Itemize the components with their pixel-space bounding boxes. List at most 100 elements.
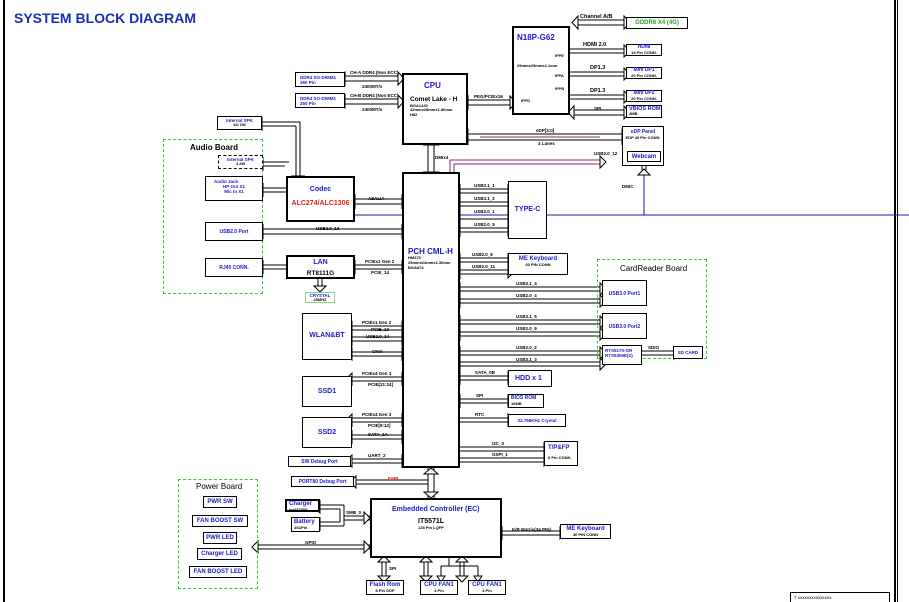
typec-block[interactable]: TYPE-C: [508, 181, 547, 239]
gpu-port-ifpd: IFPD: [521, 98, 531, 104]
signal-label: USB3.1_2: [474, 196, 495, 201]
gddr-block[interactable]: GDDR6 X4 (4G): [626, 17, 688, 29]
cpu-fan1-block[interactable]: CPU FAN1 4 Pin: [420, 580, 458, 595]
signal-label: 2400MT/s: [362, 107, 383, 112]
fan-boost-sw-block[interactable]: FAN BOOST SW: [192, 515, 248, 527]
sw-debug-port-block[interactable]: SW Debug Port: [288, 456, 351, 467]
signal-label: USB3.1_4: [516, 281, 537, 286]
fan2-sub: 4 Pin: [482, 587, 492, 593]
flash-sub: 8 Pin SOP: [375, 587, 395, 593]
signal-label: USB2.0_12: [594, 151, 618, 156]
hdd-block[interactable]: HDD x 1: [508, 370, 552, 387]
signal-label: GPIO: [305, 540, 317, 545]
signal-label: SPI: [594, 106, 602, 111]
signal-label: PCIE_14: [371, 270, 390, 275]
ec-block[interactable]: Embedded Controller (EC) IT5571L 128 Pin…: [370, 498, 502, 558]
audio-jack-name: Audio Jack: [214, 179, 239, 184]
signal-label: USB2.0_1: [474, 209, 495, 214]
signal-label: K/B Matrix(34 PIN): [512, 527, 552, 532]
charger-led-block[interactable]: Charger LED: [197, 548, 242, 560]
rtc-crystal-block[interactable]: 32.768KHz Crystal: [508, 414, 566, 427]
internal-speaker-1[interactable]: Internal SPK 4Ω 2W: [217, 116, 262, 130]
cpu-model: Comet Lake - H: [410, 96, 458, 104]
sdcard-block[interactable]: SD CARD: [673, 346, 703, 359]
vbios-block[interactable]: VBIOS ROM 4MB: [626, 105, 662, 118]
signal-label: SATA_1A: [368, 432, 388, 437]
hdmi-sub: 19 Pin CONN.: [631, 49, 657, 55]
signal-label: AZALIA: [368, 196, 385, 201]
wlan-bt-block[interactable]: WLAN&BT: [302, 313, 352, 360]
cpu-stepping: H82: [410, 112, 418, 118]
signal-label: 4 Lanes: [538, 141, 555, 146]
dimm2-pins: 260 Pin: [300, 101, 316, 107]
webcam-block[interactable]: Webcam: [627, 151, 661, 162]
bios-size: 16MB: [511, 400, 522, 406]
minidp2-block[interactable]: Mini DP2 20 Pin CONN.: [626, 90, 662, 102]
spk2-name: Internal SPK: [227, 157, 254, 162]
usb3-port1-block[interactable]: USB3.0 Port1: [602, 280, 647, 306]
pwr-sw-block[interactable]: PWR SW: [203, 496, 237, 508]
charger-block[interactable]: Charger bq24780S: [285, 499, 320, 512]
crystal-name: CRYSTAL: [309, 293, 331, 298]
charger-name: Charger: [289, 501, 313, 507]
me-keyboard-sub: 60 PIN CONN: [525, 261, 551, 267]
ec-model: IT5571L: [418, 518, 445, 526]
fan1-name: CPU FAN1: [424, 582, 454, 588]
dimm2-block[interactable]: DDR4 SO-DIMM1 260 Pin: [295, 93, 345, 108]
usb2-port-block[interactable]: USB2.0 Port: [205, 222, 263, 241]
me-keyboard-ec-block[interactable]: ME Keyboard 40 PIN CONN: [560, 524, 611, 539]
bios-rom-block[interactable]: BIOS ROM 16MB: [508, 394, 544, 408]
signal-label: USB2.0_4: [516, 293, 537, 298]
battery-block[interactable]: Battery 4S1Pin: [291, 517, 320, 532]
edp-sub: EDP 40 Pin CONN.: [625, 134, 661, 140]
hdmi-name: HDMI: [637, 44, 651, 50]
gpu-port-ifpb: IFPB: [555, 85, 565, 91]
minidp1-block[interactable]: Mini DP1 20 Pin CONN.: [626, 67, 662, 79]
cardreader-chip-block[interactable]: RTS5170-GR RTS5306E(Z): [602, 345, 642, 365]
sheet-border-left: [3, 0, 5, 602]
internal-speaker-2[interactable]: Internal SPK 4 2W: [218, 155, 263, 169]
bios-name: BIOS ROM: [511, 395, 537, 401]
usb3-port2-block[interactable]: USB3.0 Port2: [602, 313, 647, 339]
hdmi-block[interactable]: HDMI 19 Pin CONN.: [626, 44, 662, 56]
cpu-block[interactable]: CPU Comet Lake - H BGA1440 42mmx28mmx1.8…: [402, 73, 468, 145]
signal-label: I2C_0: [492, 441, 505, 446]
audio-jack-block[interactable]: Audio Jack HP Out X1 Mic In X1: [205, 176, 263, 201]
ec-name: Embedded Controller (EC): [392, 506, 480, 513]
signal-label: USB2.0_13: [316, 226, 340, 231]
pwr-led-block[interactable]: PWR LED: [203, 532, 237, 544]
battery-name: Battery: [294, 519, 315, 525]
dimm2-name: DDR4 SO-DIMM1: [300, 96, 337, 101]
flash-name: Flash Rom: [369, 582, 401, 588]
me-keyboard-ec-name: ME Keyboard: [566, 526, 605, 532]
port80-debug-block[interactable]: PORT80 Debug Port: [291, 476, 354, 487]
signal-label: DMIx4: [435, 155, 449, 160]
title-block: 7 xxxxxxxxxxxxxxx: [790, 592, 890, 602]
signal-label: USB2.0_11: [472, 264, 496, 269]
flash-rom-block[interactable]: Flash Rom 8 Pin SOP: [366, 580, 404, 595]
lan-block[interactable]: LAN RT8111G: [286, 255, 355, 279]
codec-block[interactable]: Codec ALC274/ALC1306: [286, 176, 355, 222]
signal-label: CH-A DDR4 (Non ECC): [350, 70, 399, 75]
audio-jack-hp: HP Out X1: [223, 184, 245, 190]
gpu-block[interactable]: N18P-G62 IFPE 29mmx29mmx2.1mm IFPA IFPB …: [512, 26, 570, 115]
signal-label: DP1.3: [590, 88, 606, 94]
cpu-fan2-block[interactable]: CPU FAN1 4 Pin: [468, 580, 506, 595]
ssd2-block[interactable]: SSD2: [302, 417, 352, 448]
signal-label: SPI: [389, 566, 397, 571]
touchpad-fp-block[interactable]: T/P&FP 6 Pin CONN.: [544, 441, 578, 466]
tpfp-sub: 6 Pin CONN.: [548, 454, 572, 460]
signal-label: PCIEx4 Gen 3: [362, 412, 392, 417]
gpu-port-ifpe: IFPE: [555, 53, 564, 59]
fan-boost-led-block[interactable]: FAN BOOST LED: [189, 566, 247, 578]
signal-label: PCIEx1 Gen 2: [365, 259, 395, 264]
dimm1-block[interactable]: DDR4 SO-DIMM1 260 Pin: [295, 72, 345, 87]
gpu-name: N18P-G62: [517, 33, 555, 42]
page-title: SYSTEM BLOCK DIAGRAM: [14, 10, 196, 26]
tpfp-name: T/P&FP: [548, 445, 570, 451]
me-keyboard-block[interactable]: ME Keyboard 60 PIN CONN: [508, 253, 568, 275]
me-keyboard-ec-sub: 40 PIN CONN: [572, 531, 599, 537]
ssd1-block[interactable]: SSD1: [302, 376, 352, 407]
pch-block[interactable]: PCH CML-H HM370 25mmx24mmx1.30mm BGA874: [402, 172, 460, 468]
rj45-block[interactable]: RJ45 CONN.: [205, 258, 263, 277]
